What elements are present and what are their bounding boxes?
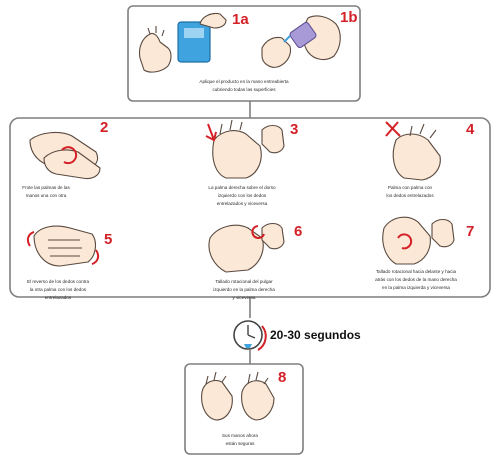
rotate-arrow-icon	[251, 225, 265, 239]
step-2-number: 2	[100, 119, 108, 136]
step-8-caption-line1: Sus manos ahora	[222, 433, 258, 438]
step-3-caption-line2: izquierdo con los dedos	[218, 193, 267, 198]
step-3-illustration: 3	[205, 119, 298, 179]
rotate-arrow-icon	[61, 146, 78, 165]
step-8-box	[184, 363, 304, 455]
step-6-caption-line2: izquierdo en la palma derecha	[213, 287, 275, 292]
step-5-illustration: 5	[26, 225, 112, 267]
step-2-caption-line2: manos una con otra	[26, 193, 67, 198]
step-6-caption-line1: Tallado rotacional del pulgar	[215, 279, 273, 284]
step-8-number: 8	[278, 369, 286, 386]
step-4-illustration: 4	[385, 121, 475, 181]
step-4-caption-line1: Palma con palma con	[388, 185, 433, 190]
step-8-caption-line2: están seguras	[226, 441, 256, 446]
step-1a-number: 1a	[232, 11, 249, 28]
rotate-arrow-icon	[397, 233, 413, 250]
timer-arrow-icon	[257, 325, 267, 351]
step-5-caption-line1: El reverso de los dedos contra	[27, 279, 89, 284]
step-3-caption-line1: La palma derecha sobre el dorso	[208, 185, 276, 190]
step-6-caption-line3: y viceversa	[233, 295, 256, 300]
timer-label: 20-30 segundos	[270, 328, 361, 342]
step-7-caption-line3: en la palma izquierda y viceversa	[382, 285, 450, 290]
step-1-caption-line2: cubriendo todas las superficies	[212, 87, 276, 92]
step-6-illustration: 6	[208, 222, 302, 273]
step-4-caption-line2: los dedos entrelazados	[386, 193, 434, 198]
step-1b-number: 1b	[340, 9, 358, 26]
step-7-caption-line2: atrás con los dedos de la mano derecha	[375, 277, 457, 282]
step-7-illustration: 7	[382, 216, 474, 265]
arrow-icon	[205, 123, 217, 142]
step-5-number: 5	[104, 231, 112, 248]
step-3-number: 3	[290, 121, 298, 138]
steps-2-7-box	[9, 117, 491, 298]
step-3-caption-line3: entrelazados y viceversa	[217, 201, 268, 206]
step-1-caption-line1: Aplique el producto en la mano entreabie…	[199, 79, 289, 84]
step-5-caption-line2: la otra palma con los dedos	[30, 287, 87, 292]
step-2-caption-line1: Frote las palmas de las	[22, 185, 70, 190]
step-7-number: 7	[466, 223, 474, 240]
step-5-caption-line3: entrelazados	[45, 295, 72, 300]
bottle-icon	[289, 21, 317, 49]
step-2-illustration: 2	[29, 119, 108, 180]
step-1-box	[127, 5, 361, 102]
step-6-number: 6	[294, 223, 302, 240]
step-4-number: 4	[466, 121, 475, 138]
cross-arrows-icon	[385, 121, 401, 137]
step-7-caption-line1: Tallado rotacional hacia delante y hacia	[376, 269, 457, 274]
step-8-illustration: 8	[201, 369, 286, 421]
rotate-arrows-icon	[26, 231, 100, 265]
step-1b-illustration: 1b	[261, 9, 358, 68]
clock-icon	[233, 320, 267, 351]
step-1a-illustration: 1a	[138, 11, 249, 73]
